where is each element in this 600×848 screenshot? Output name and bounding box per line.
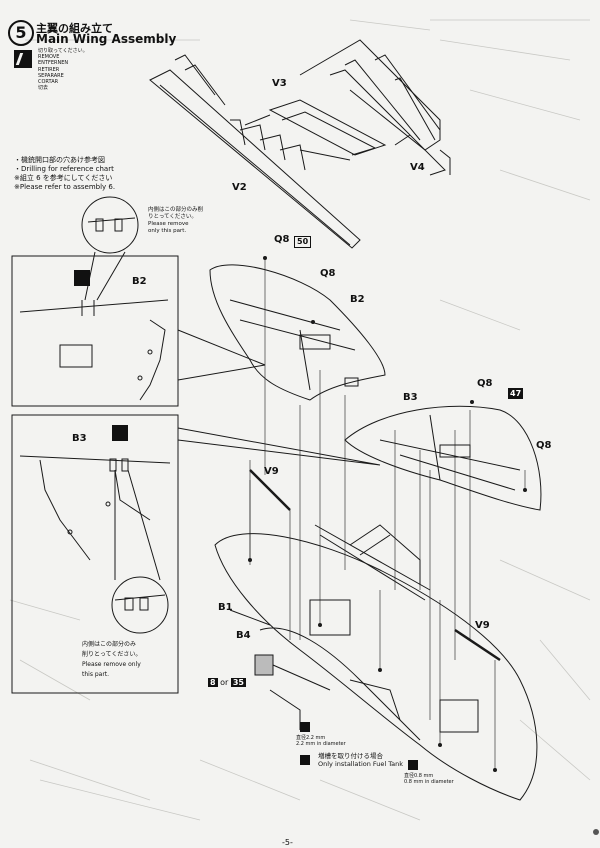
part-ref: 8 or 35 — [208, 677, 246, 688]
drill-note-line: ※Please refer to assembly 6. — [14, 183, 116, 191]
part-label-b4: B4 — [236, 630, 251, 641]
remove-note-jp: 内側はこの部分のみ削りとってください。 — [148, 207, 204, 220]
step-number: 5 — [8, 20, 34, 46]
part-label-q8: Q8 — [536, 440, 552, 451]
or-text: or — [220, 678, 229, 687]
drill-size-en: 0.8 mm in diameter — [404, 779, 454, 785]
part-label-v4: V4 — [410, 162, 425, 173]
drill-size-en: 2.2 mm in diameter — [296, 741, 346, 747]
page-number: -5- — [282, 838, 293, 847]
step-title-en: Main Wing Assembly — [36, 32, 177, 46]
part-label-q8: Q8 — [477, 378, 493, 389]
drill-size-jp: 直径2.2 mm — [296, 735, 326, 741]
v4-frame — [299, 39, 451, 176]
cut-note-line: CORTAR — [38, 79, 59, 86]
badge-47: 47 — [508, 388, 524, 399]
cut-icon — [112, 425, 128, 441]
remove-note-en: this part. — [82, 671, 110, 678]
part-label-v9: V9 — [264, 466, 279, 477]
remove-note-bottom: 内側はこの部分のみ 削りとってください。 Please remove only … — [82, 640, 141, 680]
badge-8: 8 — [208, 678, 218, 687]
part-label-b2: B2 — [350, 294, 365, 305]
part-label-b1: B1 — [218, 602, 233, 613]
drill-note-line: ・機銃開口部の穴あけ参考図 — [14, 156, 105, 164]
part-label-b3: B3 — [403, 392, 418, 403]
cut-icon — [14, 50, 32, 68]
remove-note-jp: 削りとってください。 — [82, 651, 142, 658]
cut-note-line: 切去 — [38, 85, 49, 92]
cut-note-line: 切り取ってください。 — [38, 48, 88, 54]
part-label-v9: V9 — [475, 620, 490, 631]
b2-wing — [209, 264, 386, 401]
cut-note: 切り取ってください。 REMOVE ENTFERNEN RETIRER SEPA… — [38, 48, 88, 91]
cut-note-line: SEPARARE — [38, 72, 64, 79]
part-label-v2: V2 — [232, 182, 247, 193]
step-title-jp: 主翼の組み立て — [36, 22, 113, 35]
drill-size-note: 直径0.8 mm 0.8 mm in diameter — [404, 773, 454, 785]
part-label-b2-box: B2 — [132, 276, 147, 287]
part-label-b3-box: B3 — [72, 433, 87, 444]
cut-note-line: ENTFERNEN — [38, 60, 69, 67]
center-frame — [314, 524, 431, 601]
fuel-tank-en: Only installation Fuel Tank — [318, 760, 404, 768]
cut-note-line: REMOVE — [38, 54, 60, 61]
cut-icon — [74, 270, 90, 286]
remove-note-top: 内側はこの部分のみ削りとってください。 Please remove only t… — [148, 207, 208, 235]
v2-frame — [149, 54, 361, 249]
drill-size-note: 直径2.2 mm 2.2 mm in diameter — [296, 735, 346, 747]
drill-note-line: ・Drilling for reference chart — [14, 165, 114, 173]
remove-note-en: only this part. — [148, 228, 187, 234]
fuel-tank-jp: 増槽を取り付ける場合 — [318, 752, 383, 760]
remove-note-jp: 内側はこの部分のみ — [82, 641, 137, 648]
badge-35: 35 — [230, 678, 246, 687]
part-label-v3: V3 — [272, 78, 287, 89]
remove-note-en: Please remove — [148, 221, 189, 227]
cut-note-line: RETIRER — [38, 66, 60, 73]
v3-ladder — [268, 99, 387, 161]
part-label-q8: Q8 — [274, 234, 290, 245]
b3-wing — [344, 405, 542, 511]
fuel-tank-note: 増槽を取り付ける場合 Only installation Fuel Tank — [318, 752, 403, 768]
drill-note-line: ※組立 6 を参考にしてください — [14, 174, 113, 182]
remove-note-en: Please remove only — [82, 661, 141, 668]
drill-size-jp: 直径0.8 mm — [404, 773, 434, 779]
part-label-q8: Q8 — [320, 268, 336, 279]
badge-50: 50 — [294, 236, 312, 248]
drill-note: ・機銃開口部の穴あけ参考図 ・Drilling for reference ch… — [14, 156, 115, 192]
